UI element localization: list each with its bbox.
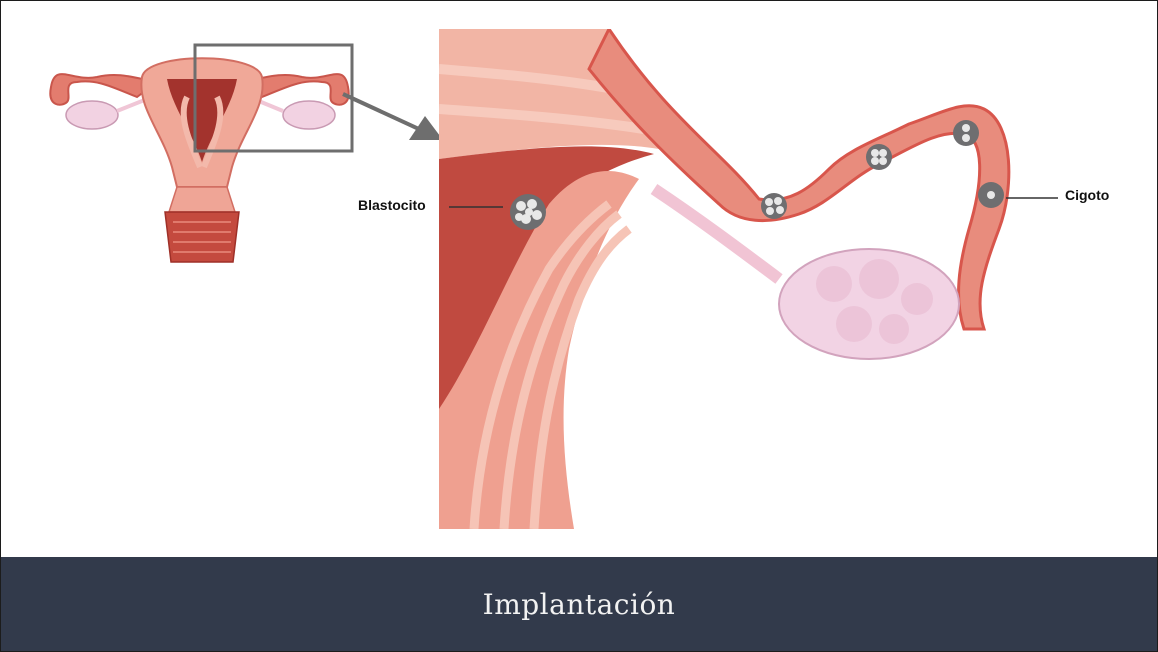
uterus-overview-illustration [37, 37, 367, 267]
cigoto-label: Cigoto [1065, 187, 1109, 203]
blastocito-label: Blastocito [358, 197, 426, 213]
vaginal-canal [165, 212, 239, 262]
slide-title: Implantación [483, 588, 676, 621]
left-ovary [66, 101, 118, 129]
label-lines [441, 196, 1081, 216]
right-ovary [283, 101, 335, 129]
zoom-arrow [341, 86, 451, 146]
two-cell-embryo [953, 120, 979, 146]
footer-banner: Implantación [1, 557, 1157, 651]
cervix [169, 187, 235, 212]
fallopian-tube-zoom-illustration [439, 29, 1029, 529]
four-cell-embryo [866, 144, 892, 170]
